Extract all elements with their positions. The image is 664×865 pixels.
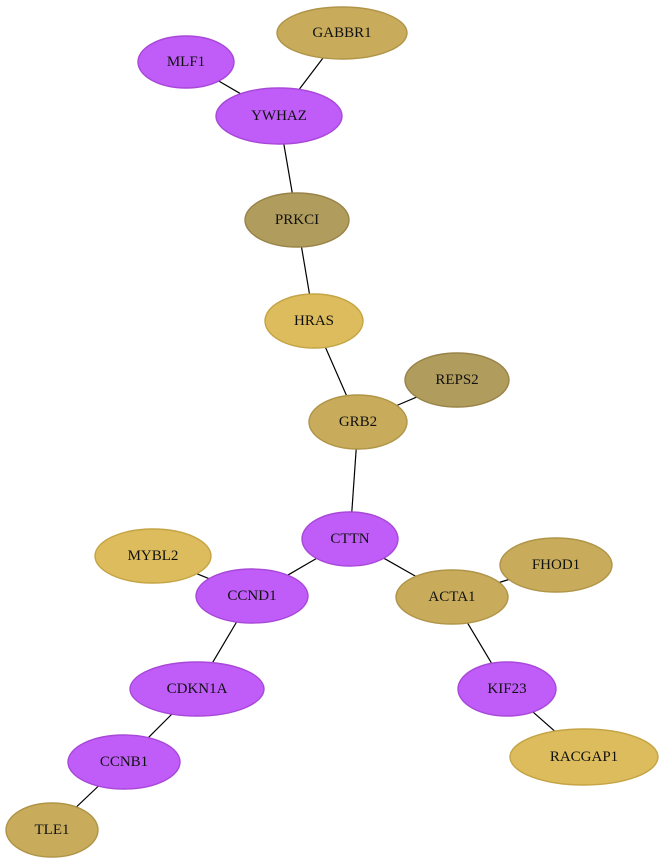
node-ellipse bbox=[215, 87, 343, 145]
node-grb2: GRB2 bbox=[308, 394, 408, 450]
node-ellipse bbox=[264, 293, 364, 349]
edge-ccnd1-cdkn1a bbox=[211, 621, 238, 664]
node-label: GRB2 bbox=[339, 414, 377, 430]
node-gabbr1: GABBR1 bbox=[276, 6, 408, 60]
edges-layer bbox=[75, 57, 556, 808]
node-tle1: TLE1 bbox=[5, 802, 99, 858]
edge-cttn-ccnd1 bbox=[287, 557, 317, 576]
node-label: YWHAZ bbox=[251, 108, 307, 124]
node-label: REPS2 bbox=[435, 372, 478, 388]
edge-cttn-acta1 bbox=[383, 557, 417, 577]
edge-cdkn1a-ccnb1 bbox=[147, 713, 173, 739]
edge-ccnb1-tle1 bbox=[75, 785, 99, 808]
edge-mybl2-ccnd1 bbox=[196, 573, 210, 580]
edge-kif23-racgap1 bbox=[532, 711, 556, 732]
node-ellipse bbox=[404, 352, 510, 408]
node-label: CDKN1A bbox=[167, 681, 228, 697]
edge-fhod1-acta1 bbox=[499, 578, 509, 584]
node-ellipse bbox=[395, 569, 509, 625]
node-label: RACGAP1 bbox=[550, 749, 618, 765]
node-ellipse bbox=[301, 511, 399, 567]
node-label: GABBR1 bbox=[312, 25, 371, 41]
edge-grb2-cttn bbox=[351, 448, 357, 513]
node-label: CCNB1 bbox=[100, 754, 148, 770]
node-ellipse bbox=[195, 568, 309, 624]
node-ellipse bbox=[67, 734, 181, 790]
node-label: CTTN bbox=[330, 531, 369, 547]
node-ellipse bbox=[137, 35, 235, 89]
edge-prkci-hras bbox=[300, 246, 311, 295]
node-ellipse bbox=[94, 528, 212, 584]
node-ellipse bbox=[129, 661, 265, 717]
node-ellipse bbox=[244, 192, 350, 248]
node-ccnb1: CCNB1 bbox=[67, 734, 181, 790]
node-hras: HRAS bbox=[264, 293, 364, 349]
node-ccnd1: CCND1 bbox=[195, 568, 309, 624]
node-label: MYBL2 bbox=[128, 548, 179, 564]
node-kif23: KIF23 bbox=[457, 661, 557, 717]
edge-acta1-kif23 bbox=[466, 622, 493, 664]
node-label: HRAS bbox=[294, 313, 334, 329]
node-mybl2: MYBL2 bbox=[94, 528, 212, 584]
node-label: ACTA1 bbox=[428, 589, 475, 605]
node-ellipse bbox=[509, 728, 659, 786]
node-ellipse bbox=[308, 394, 408, 450]
edge-reps2-grb2 bbox=[396, 396, 417, 407]
node-label: TLE1 bbox=[35, 822, 70, 838]
node-label: CCND1 bbox=[227, 588, 276, 604]
node-cttn: CTTN bbox=[301, 511, 399, 567]
edge-hras-grb2 bbox=[324, 347, 348, 396]
edge-ywhaz-prkci bbox=[283, 143, 293, 194]
node-label: KIF23 bbox=[487, 681, 526, 697]
edge-gabbr1-ywhaz bbox=[298, 57, 324, 90]
node-ellipse bbox=[457, 661, 557, 717]
node-mlf1: MLF1 bbox=[137, 35, 235, 89]
node-fhod1: FHOD1 bbox=[499, 537, 613, 593]
node-ellipse bbox=[276, 6, 408, 60]
node-label: PRKCI bbox=[275, 212, 319, 228]
node-ellipse bbox=[499, 537, 613, 593]
node-reps2: REPS2 bbox=[404, 352, 510, 408]
node-cdkn1a: CDKN1A bbox=[129, 661, 265, 717]
node-prkci: PRKCI bbox=[244, 192, 350, 248]
node-label: MLF1 bbox=[167, 54, 205, 70]
edge-mlf1-ywhaz bbox=[218, 80, 242, 95]
node-ellipse bbox=[5, 802, 99, 858]
node-ywhaz: YWHAZ bbox=[215, 87, 343, 145]
node-label: FHOD1 bbox=[532, 557, 580, 573]
node-racgap1: RACGAP1 bbox=[509, 728, 659, 786]
node-acta1: ACTA1 bbox=[395, 569, 509, 625]
